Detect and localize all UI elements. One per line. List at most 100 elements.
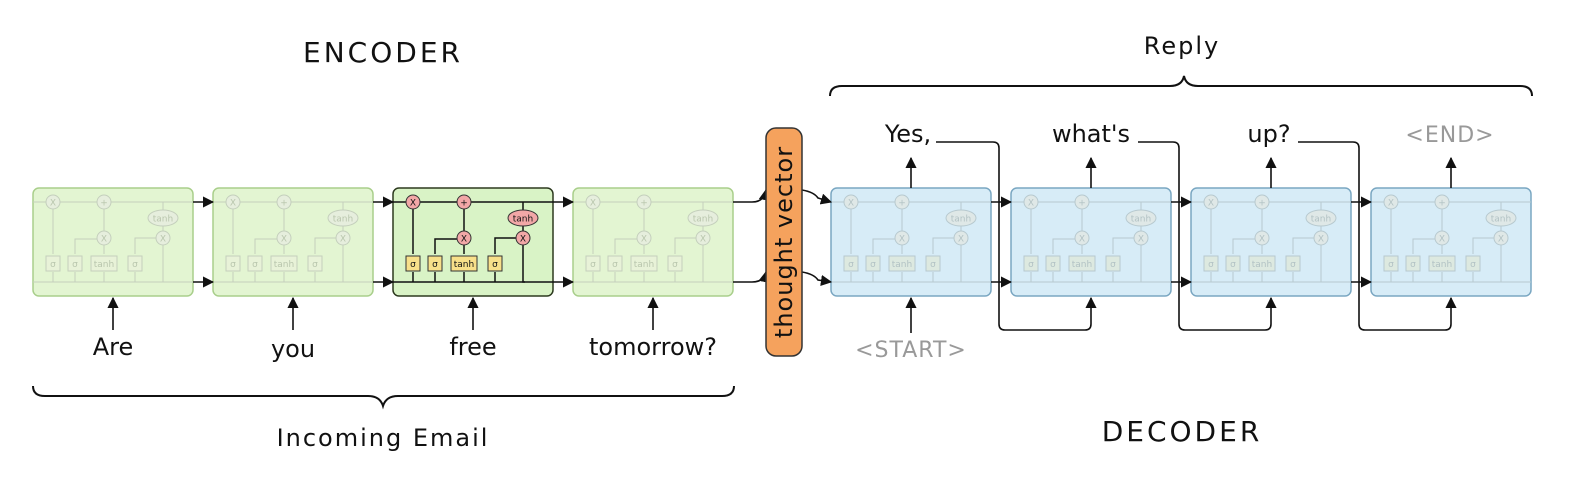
multiply-op	[894, 230, 910, 246]
sigma-gate-label: σ	[1050, 260, 1056, 270]
add-op-label: +	[460, 199, 468, 209]
tanh-gate-label: tanh	[1432, 260, 1452, 270]
gate-box	[1023, 255, 1039, 272]
multiply-op	[456, 230, 472, 246]
thought-vector-label: thought vector	[770, 146, 798, 338]
cell-tanh-op	[1125, 209, 1157, 227]
output-path	[1112, 237, 1135, 254]
multiply-op-label: X	[958, 235, 964, 245]
gate-box	[67, 255, 83, 272]
gate-box	[450, 255, 478, 272]
decoder-title: DECODER	[1102, 415, 1263, 448]
output-word-up: up?	[1247, 120, 1290, 148]
feedback-loop	[936, 141, 1097, 331]
multiply-op	[843, 194, 859, 210]
sigma-gate-label: σ	[72, 260, 78, 270]
gate-box	[585, 255, 601, 272]
cell-tanh-op	[1305, 209, 1337, 227]
input-path	[1052, 238, 1075, 254]
reply-label: Reply	[1144, 32, 1220, 60]
cell-tanh-label: tanh	[1491, 215, 1511, 225]
multiply-op	[1313, 230, 1329, 246]
tanh-gate-label: tanh	[274, 260, 294, 270]
gate-box	[1203, 255, 1219, 272]
hidden-output-line	[522, 244, 553, 283]
hidden-output-line	[1320, 244, 1351, 283]
gate-box	[427, 255, 443, 272]
gate-box	[1105, 255, 1121, 272]
multiply-op-label: X	[230, 199, 236, 209]
add-op	[1254, 194, 1270, 210]
multiply-op	[585, 194, 601, 210]
sigma-gate-label: σ	[1110, 260, 1116, 270]
sigma-gate-label: σ	[672, 260, 678, 270]
multiply-op-label: X	[50, 199, 56, 209]
multiply-op	[515, 230, 531, 246]
multiply-op-label: X	[1318, 235, 1324, 245]
output-path	[314, 237, 337, 254]
add-op-label: +	[898, 199, 906, 209]
multiply-op-label: X	[590, 199, 596, 209]
multiply-op	[155, 230, 171, 246]
gate-box	[247, 255, 263, 272]
cell-tanh-label: tanh	[513, 215, 533, 225]
multiply-op-label: X	[1138, 235, 1144, 245]
multiply-op-label: X	[160, 235, 166, 245]
feedback-loop	[1298, 141, 1457, 331]
gate-box	[405, 255, 421, 272]
cell-tanh-op	[1485, 209, 1517, 227]
multiply-op	[1074, 230, 1090, 246]
cell-tanh-op	[327, 209, 359, 227]
decoder-end-token: <END>	[1405, 123, 1494, 148]
multiply-op-label: X	[700, 235, 706, 245]
multiply-op-label: X	[1388, 199, 1394, 209]
tanh-gate-label: tanh	[1252, 260, 1272, 270]
output-path	[494, 237, 517, 254]
multiply-op	[695, 230, 711, 246]
add-op	[456, 194, 472, 210]
gate-box	[487, 255, 503, 272]
incoming-email-label: Incoming Email	[277, 424, 490, 452]
multiply-op	[1023, 194, 1039, 210]
sigma-gate-label: σ	[132, 260, 138, 270]
multiply-op	[405, 194, 421, 210]
multiply-op-label: X	[1028, 199, 1034, 209]
input-word-are: Are	[93, 333, 134, 361]
output-path	[1292, 237, 1315, 254]
multiply-op	[1383, 194, 1399, 210]
sigma-gate-label: σ	[930, 260, 936, 270]
add-op	[636, 194, 652, 210]
input-word-you: you	[271, 335, 315, 363]
multiply-op	[335, 230, 351, 246]
reply-brace	[829, 75, 1533, 97]
input-path	[1232, 238, 1255, 254]
tanh-gate-label: tanh	[94, 260, 114, 270]
cell-tanh-label: tanh	[1131, 215, 1151, 225]
gate-box	[843, 255, 859, 272]
hidden-output-line	[1140, 244, 1171, 283]
multiply-op	[953, 230, 969, 246]
multiply-op-label: X	[1079, 235, 1085, 245]
from-thought-bottom	[801, 271, 833, 287]
decoder-start-token: <START>	[855, 338, 967, 363]
multiply-op	[276, 230, 292, 246]
add-op	[1074, 194, 1090, 210]
gate-box	[888, 255, 916, 272]
gate-box	[307, 255, 323, 272]
input-word-tomorrow: tomorrow?	[589, 333, 717, 361]
sigma-gate-label: σ	[230, 260, 236, 270]
gate-box	[45, 255, 61, 272]
multiply-op	[96, 230, 112, 246]
cell-tanh-label: tanh	[693, 215, 713, 225]
hidden-output-line	[702, 244, 733, 283]
add-op-label: +	[1438, 199, 1446, 209]
gate-box	[1465, 255, 1481, 272]
sigma-gate-label: σ	[312, 260, 318, 270]
cell-tanh-label: tanh	[1311, 215, 1331, 225]
